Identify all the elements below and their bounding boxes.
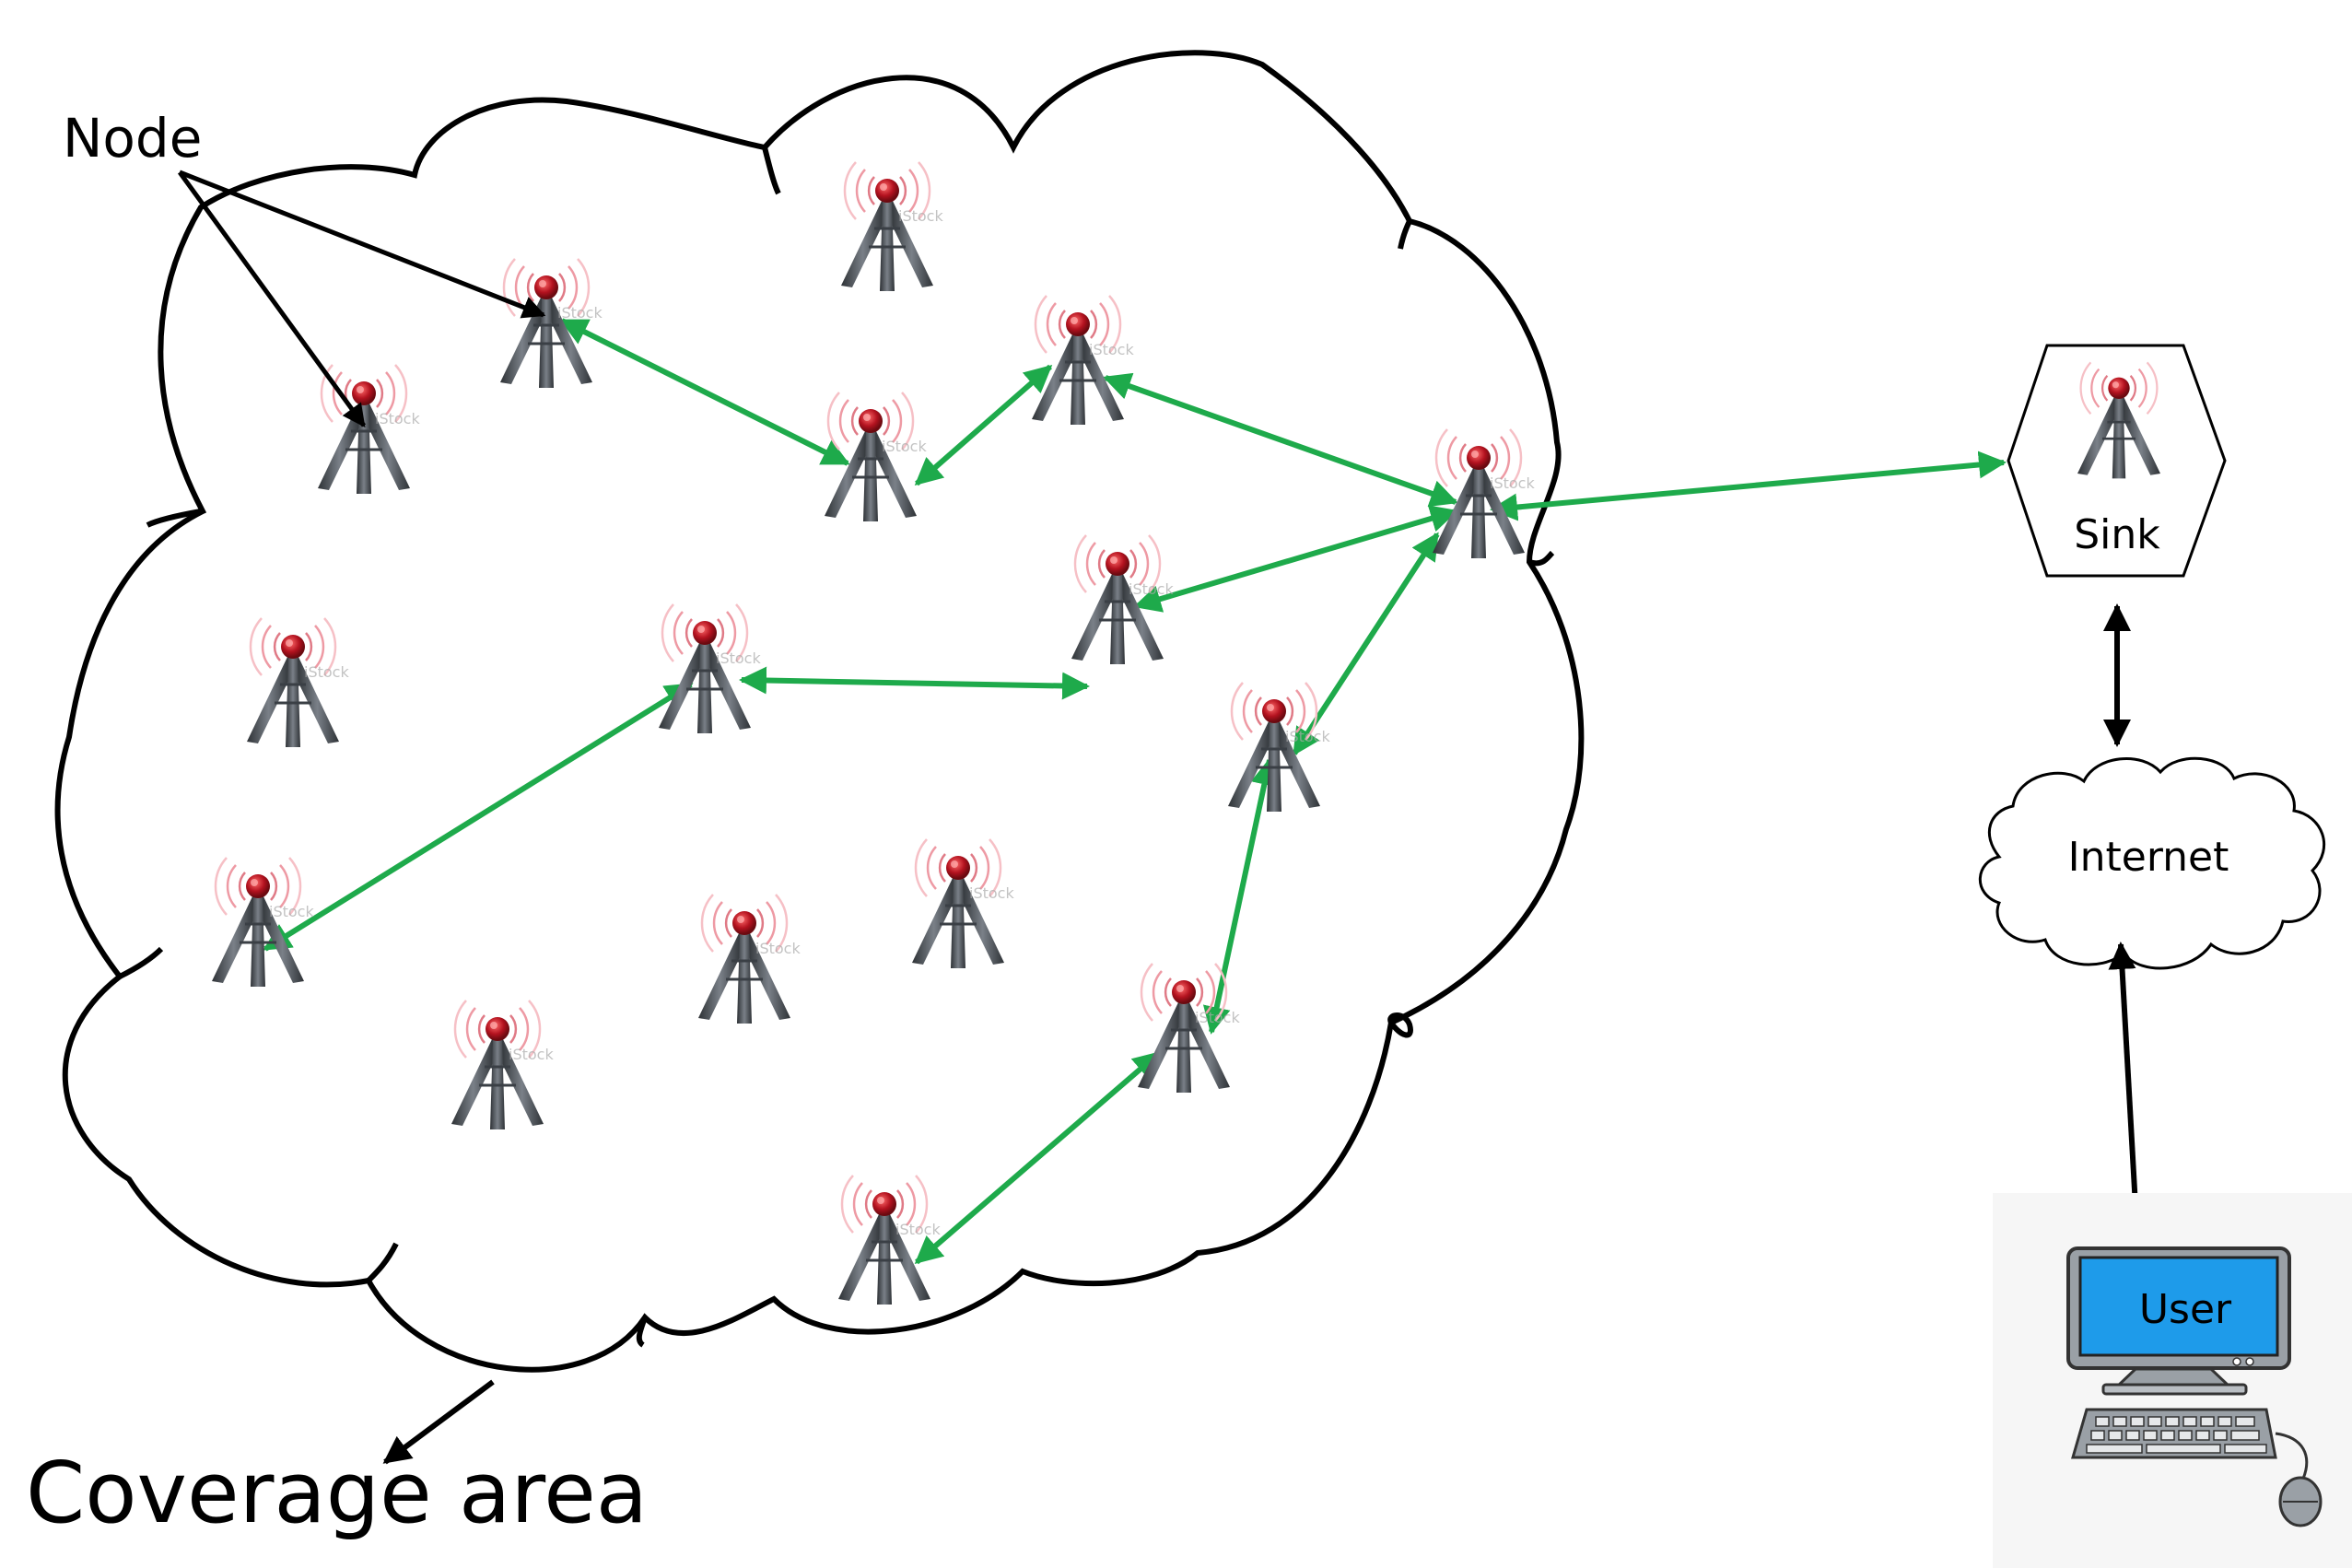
node-15-watermark: iStock <box>1195 1009 1240 1026</box>
node-label: Node <box>63 107 202 170</box>
node-12-watermark: iStock <box>969 884 1014 902</box>
link-d-hub <box>1133 505 1458 613</box>
keyboard-keys <box>2086 1416 2267 1454</box>
internet-cloud <box>1978 756 2326 970</box>
monitor-base <box>2101 1383 2248 1396</box>
node-8-watermark: iStock <box>304 663 349 681</box>
node-1: iStock <box>316 363 420 496</box>
node-8: iStock <box>245 616 349 749</box>
mouse-cable <box>2275 1432 2309 1480</box>
node-11: iStock <box>210 856 314 989</box>
internet: Internet <box>1978 756 2326 970</box>
node-pointer-arrows <box>177 170 546 428</box>
nodes: iStock iStock iStock iStock iStock iStoc… <box>210 160 1535 1306</box>
link-i-h <box>914 1050 1162 1265</box>
sink: Sink <box>2007 344 2227 578</box>
node-5-watermark: iStock <box>882 438 927 455</box>
node-4: iStock <box>1030 294 1134 427</box>
user-computer: User <box>1993 1193 2352 1568</box>
internet-user-arrow <box>2108 942 2150 1242</box>
node-14: iStock <box>450 999 554 1131</box>
link-e-d <box>739 666 1090 700</box>
monitor-screen <box>2078 1256 2279 1357</box>
node-12: iStock <box>910 837 1014 970</box>
link-c-hub <box>1103 372 1458 508</box>
link-hub-sink <box>1490 451 2007 521</box>
node-10: iStock <box>1226 681 1330 813</box>
node-links <box>263 318 2007 1265</box>
node-11-watermark: iStock <box>269 903 314 920</box>
node-6-watermark: iStock <box>1490 474 1535 492</box>
link-b-c <box>914 364 1053 486</box>
node-9: iStock <box>657 603 761 735</box>
user-label: User <box>2139 1286 2232 1333</box>
node-13-watermark: iStock <box>755 940 801 957</box>
node-2: iStock <box>498 257 603 390</box>
coverage-area-arrow <box>382 1379 495 1465</box>
coverage-area-label: Coverage area <box>26 1444 648 1542</box>
node-1-watermark: iStock <box>375 410 420 427</box>
node-16-watermark: iStock <box>895 1221 941 1238</box>
node-4-watermark: iStock <box>1089 341 1134 358</box>
node-3-watermark: iStock <box>898 207 943 225</box>
node-2-watermark: iStock <box>557 304 603 322</box>
node-10-watermark: iStock <box>1285 728 1330 745</box>
node-13: iStock <box>696 893 801 1025</box>
node-6: iStock <box>1431 427 1535 560</box>
internet-label: Internet <box>2068 834 2229 881</box>
node-3: iStock <box>839 160 943 293</box>
cloud-inner-curls <box>118 146 1555 1348</box>
link-a-b <box>559 318 850 466</box>
sink-label: Sink <box>2074 511 2160 558</box>
coverage-area-cloud <box>54 50 1585 1373</box>
link-f-e <box>263 682 694 952</box>
link-g-hub <box>1292 532 1440 756</box>
node-7-watermark: iStock <box>1129 580 1174 598</box>
node-16: iStock <box>837 1174 941 1306</box>
node-9-watermark: iStock <box>716 649 761 667</box>
node-15: iStock <box>1136 962 1240 1094</box>
node-5: iStock <box>823 391 927 523</box>
power-light-2 <box>2245 1357 2254 1366</box>
node-14-watermark: iStock <box>509 1046 554 1063</box>
node-7: iStock <box>1070 533 1174 666</box>
link-h-g <box>1202 757 1279 1035</box>
power-light-1 <box>2232 1357 2241 1366</box>
